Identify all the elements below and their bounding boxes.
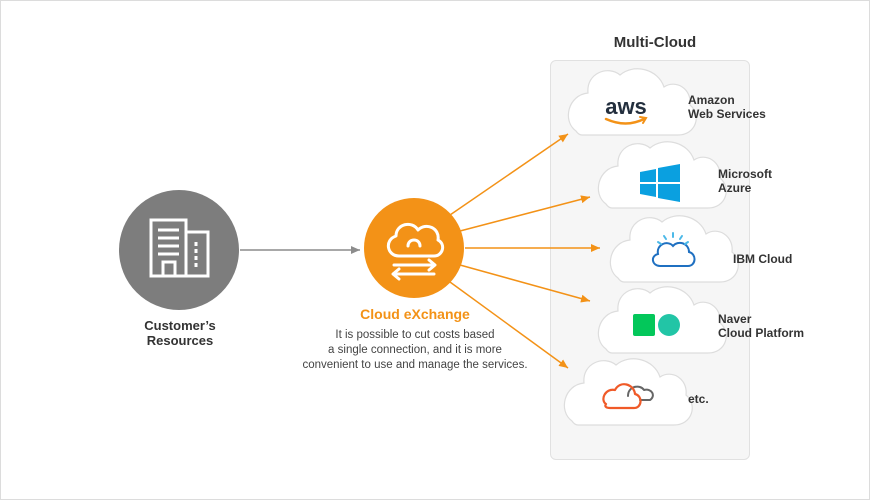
provider-label-etc: etc. <box>688 392 709 406</box>
building-icon <box>149 218 210 278</box>
multi-cloud-title: Multi-Cloud <box>613 34 697 51</box>
cloud-ibm <box>609 215 739 283</box>
cloud-exchange-title: Cloud eXchange <box>360 306 470 322</box>
provider-label-azure: Microsoft Azure <box>718 167 772 195</box>
description-line: convenient to use and manage the service… <box>302 359 528 371</box>
provider-label-line: Web Services <box>688 107 766 121</box>
cloud-exchange-node <box>364 198 464 298</box>
arrow-to-etc <box>449 281 569 369</box>
arrow-to-aws <box>449 133 569 216</box>
provider-label-line: Cloud Platform <box>718 326 804 340</box>
ibm-cloud-logo-icon <box>652 232 696 267</box>
arrow-to-azure <box>459 195 591 232</box>
arrow-to-naver <box>459 264 591 303</box>
provider-label-line: Azure <box>718 181 752 195</box>
provider-label-aws: Amazon Web Services <box>688 93 766 121</box>
customer-label-line: Resources <box>146 333 214 348</box>
provider-label-line: IBM Cloud <box>733 252 793 266</box>
provider-label-line: etc. <box>688 392 709 406</box>
customer-resources-node <box>119 190 239 310</box>
customer-label-line: Customer’s <box>144 318 216 333</box>
naver-cloud-logo-icon <box>633 314 680 336</box>
description-line: a single connection, and it is more <box>328 344 502 356</box>
description-line: It is possible to cut costs based <box>335 329 495 341</box>
svg-text:aws: aws <box>605 94 647 119</box>
cloud-exchange-icon <box>387 222 445 281</box>
generic-cloud-icon <box>602 383 654 410</box>
customer-resources-label: Customer’s Resources <box>110 318 250 348</box>
cloud-exchange-description: It is possible to cut costs based a sing… <box>270 328 560 373</box>
provider-label-line: Amazon <box>688 93 735 107</box>
provider-label-naver: Naver Cloud Platform <box>718 312 804 340</box>
exchange-to-cloud-arrows <box>449 133 600 369</box>
aws-logo-icon: aws <box>604 94 648 125</box>
provider-label-ibm: IBM Cloud <box>733 252 792 266</box>
provider-label-line: Microsoft <box>718 167 772 181</box>
windows-logo-icon <box>640 164 680 202</box>
provider-label-line: Naver <box>718 312 752 326</box>
